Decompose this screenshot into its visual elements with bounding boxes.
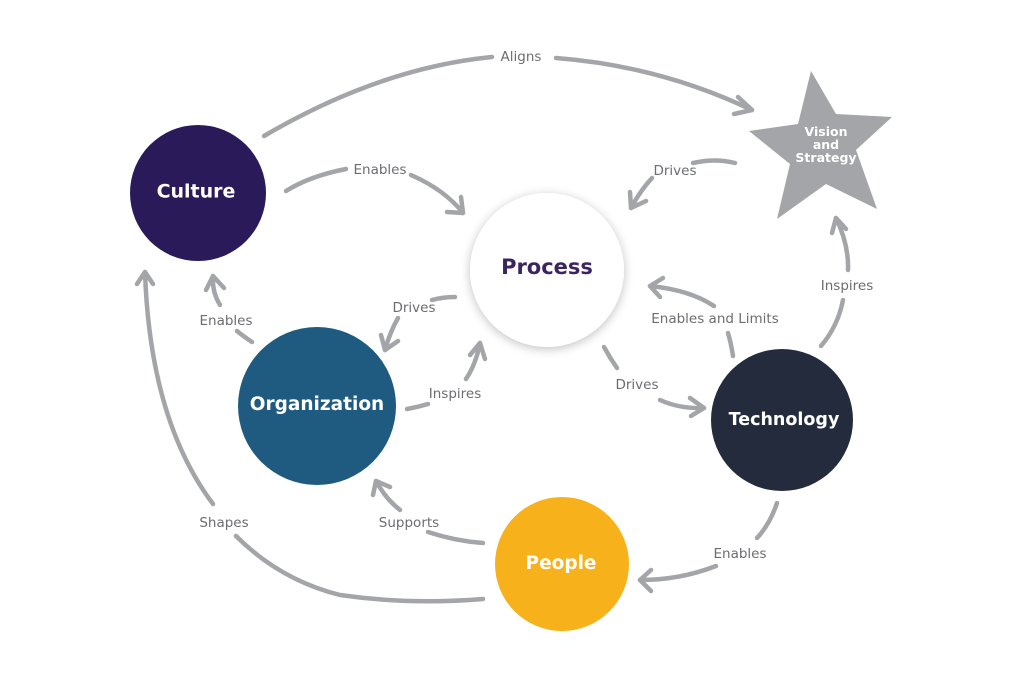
node-technology[interactable]: Technology	[711, 349, 853, 491]
edge-technology-inspires-vision: Inspires	[818, 215, 873, 349]
edge-technology-enables-people: Enables	[637, 500, 780, 594]
organization-circle	[238, 327, 396, 485]
arrowhead-icon	[378, 332, 401, 353]
edge-label: Inspires	[429, 386, 481, 402]
node-label-line-1: Vision	[805, 124, 848, 139]
arrowhead-icon	[467, 340, 488, 362]
edge-label: Enables	[713, 546, 766, 562]
arrowhead-icon	[731, 94, 755, 117]
edge-label: Enables and Limits	[651, 311, 779, 327]
arrowhead-icon	[627, 189, 649, 211]
node-label: People	[526, 553, 597, 574]
arrowhead-icon	[647, 275, 666, 300]
node-label: Process	[501, 255, 593, 279]
culture-circle	[130, 125, 266, 261]
edge-process-drives-organization: Drives	[378, 294, 458, 353]
arrowhead-icon	[134, 269, 156, 287]
edge-label: Drives	[392, 300, 435, 316]
arrowhead-icon	[203, 273, 227, 293]
node-label-line-3: Strategy	[795, 150, 856, 165]
edge-label: Drives	[615, 377, 658, 393]
edge-vision-drives-process: Drives	[627, 158, 738, 211]
node-process[interactable]: Process	[470, 193, 624, 347]
people-circle	[495, 497, 629, 631]
edge-people-shapes-culture: Shapes	[134, 269, 486, 604]
edge-label: Enables	[353, 162, 406, 178]
technology-circle	[711, 349, 853, 491]
edge-organization-enables-culture: Enables	[199, 273, 255, 345]
edge-culture-enables-process: Enables	[283, 162, 466, 216]
star-icon	[749, 71, 892, 219]
arrowhead-icon	[687, 395, 707, 419]
node-label-line-2: and	[813, 137, 839, 152]
node-organization[interactable]: Organization	[238, 327, 396, 485]
edge-label: Aligns	[501, 49, 542, 65]
node-label: Culture	[157, 181, 236, 203]
arrowhead-icon	[829, 215, 849, 236]
edge-culture-aligns-vision: Aligns	[261, 49, 755, 139]
arrowhead-icon	[637, 567, 654, 594]
edge-label: Supports	[379, 515, 439, 531]
edge-label: Inspires	[821, 278, 873, 294]
node-label: Technology	[729, 410, 840, 430]
edge-label: Drives	[653, 163, 696, 179]
edge-organization-inspires-process: Inspires	[404, 340, 488, 412]
arrowhead-icon	[444, 194, 466, 216]
edge-label: Shapes	[199, 515, 248, 531]
node-culture[interactable]: Culture	[130, 125, 266, 261]
arrowhead-icon	[370, 478, 393, 498]
edge-people-supports-organization: Supports	[370, 478, 486, 546]
edge-label: Enables	[199, 313, 252, 329]
node-label: Organization	[250, 394, 384, 415]
process-circle	[470, 193, 624, 347]
node-vision-and-strategy[interactable]: Vision and Strategy	[749, 71, 892, 219]
edge-process-drives-technology: Drives	[601, 344, 707, 419]
node-people[interactable]: People	[495, 497, 629, 631]
edge-technology-enables-limits-process: Enables and Limits	[647, 275, 779, 359]
